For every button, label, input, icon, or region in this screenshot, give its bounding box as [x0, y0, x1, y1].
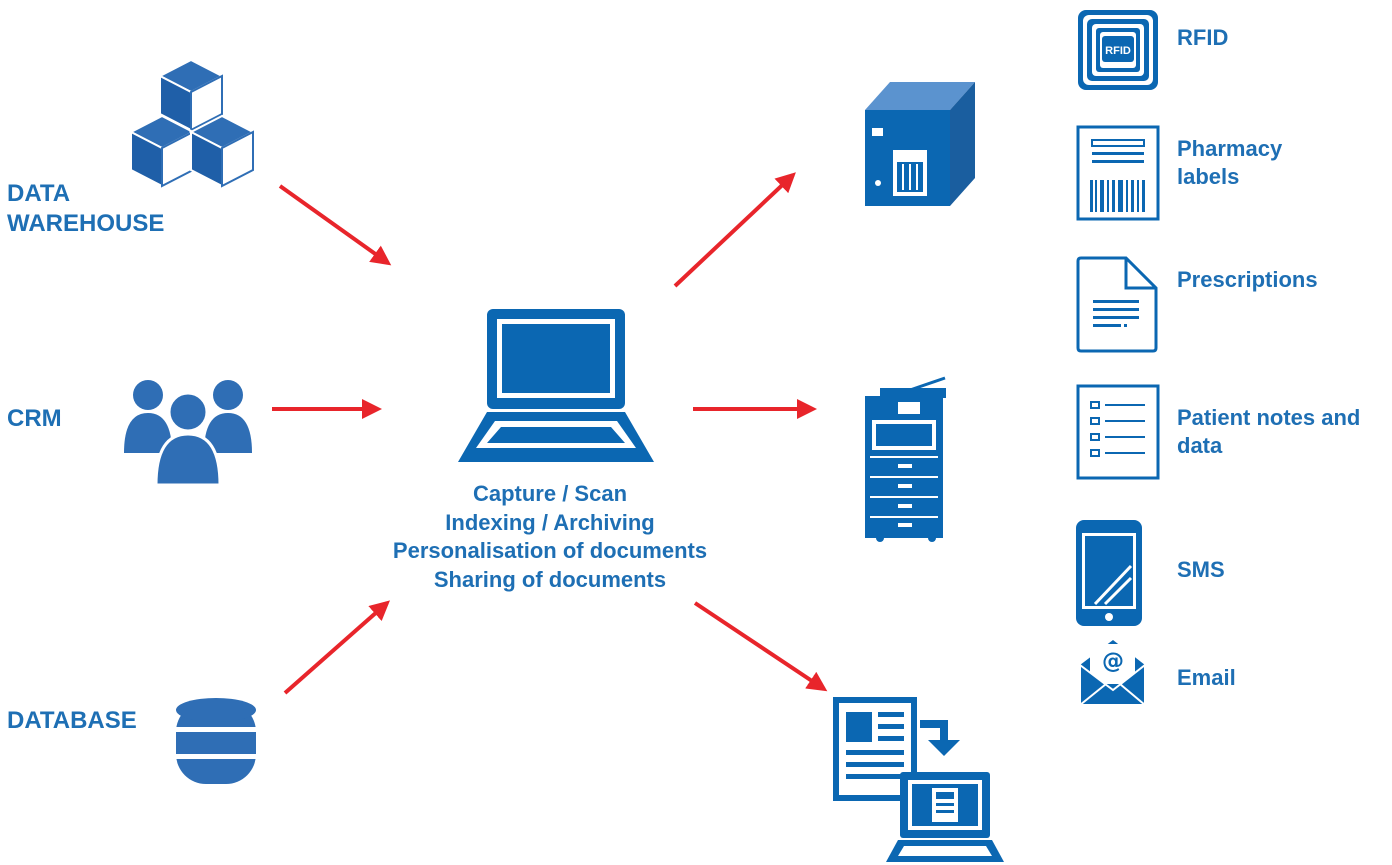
laptop-icon [458, 309, 654, 462]
email-envelope-icon: @ [1079, 640, 1146, 706]
smartphone-icon [1076, 520, 1142, 626]
step-capture-scan: Capture / Scan [472, 481, 628, 506]
process-steps: Capture / Scan Indexing / Archiving Pers… [355, 480, 745, 594]
email-label: Email [1177, 665, 1236, 690]
prescriptions-label: Prescriptions [1177, 267, 1318, 292]
rfid-chip-text: RFID [1105, 45, 1131, 57]
document-icon [1076, 256, 1158, 353]
database-icon [172, 698, 260, 784]
rfid-tag-icon: RFID [1078, 10, 1158, 90]
pharmacy-label-icon [1076, 125, 1160, 221]
copier-icon [865, 376, 946, 542]
patient-notes-label: Patient notes and data [1177, 405, 1361, 458]
data-warehouse-label: DATA WAREHOUSE [7, 180, 165, 237]
crm-label: CRM [7, 405, 62, 432]
arrow-computer-to-archive [693, 601, 828, 692]
arrow-database-to-computer [283, 600, 390, 695]
rfid-label: RFID [1177, 25, 1229, 50]
people-group-icon [124, 380, 252, 487]
step-indexing-archiving: Indexing / Archiving [445, 509, 655, 535]
email-at-symbol: @ [1102, 649, 1124, 674]
sms-label: SMS [1177, 557, 1225, 582]
checklist-icon [1076, 384, 1160, 480]
step-sharing: Sharing of documents [433, 566, 667, 592]
arrow-warehouse-to-computer [278, 184, 392, 266]
step-personalisation: Personalisation of documents [392, 538, 708, 564]
pharmacy-labels-label: Pharmacy labels [1177, 136, 1283, 189]
card-printer-icon [865, 82, 975, 206]
document-to-monitor-icon [833, 697, 1004, 862]
arrow-computer-to-card-printer [673, 172, 796, 288]
cubes-icon [128, 58, 256, 188]
database-label: DATABASE [7, 707, 137, 734]
